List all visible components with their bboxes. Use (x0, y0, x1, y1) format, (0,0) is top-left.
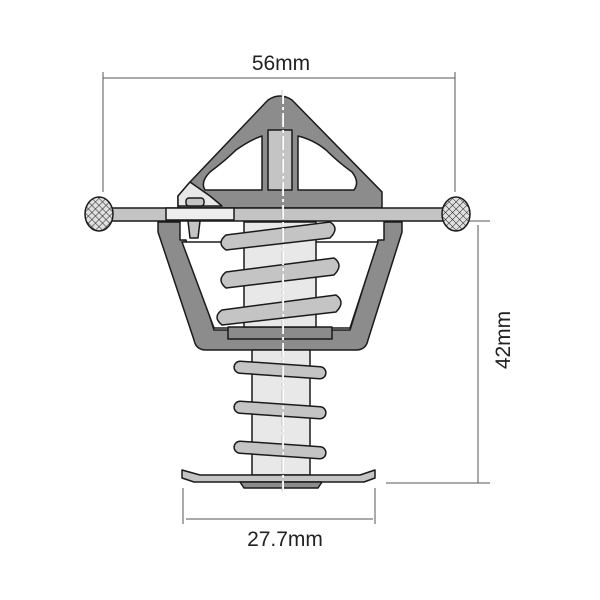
height-label: 42mm (492, 311, 515, 369)
cup-base-plate (227, 326, 333, 340)
bypass-plate (181, 469, 376, 483)
bypass-coil (233, 400, 327, 420)
bypass-coil (233, 360, 327, 380)
bypass-coil (233, 440, 327, 460)
bypass-plate-hub (239, 481, 323, 489)
seal-ring-right (441, 196, 471, 232)
thermostat-body (84, 95, 471, 489)
jiggle-valve-cut (165, 207, 235, 221)
bypass-spring (233, 360, 327, 460)
base-width-label: 27.7mm (247, 528, 323, 551)
jiggle-pin (185, 197, 205, 207)
jiggle-pin-lower (187, 220, 201, 239)
seal-ring-left (84, 196, 114, 232)
flange-plate (99, 207, 457, 222)
main-spring (216, 221, 342, 326)
width-label: 56mm (252, 52, 310, 75)
dimension-lines (102, 72, 490, 524)
spring-coil (220, 257, 340, 289)
spring-coil (216, 294, 342, 326)
spring-coil (220, 221, 336, 251)
bridge-window-left (202, 135, 263, 191)
bridge-window-right (297, 135, 358, 191)
bridge-center-post (267, 129, 293, 191)
